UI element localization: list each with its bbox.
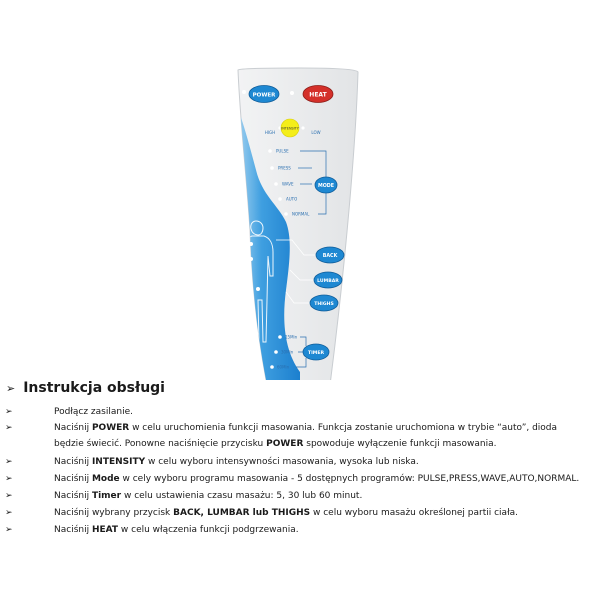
intensity-button[interactable]: INTENSITY <box>280 118 300 138</box>
program-list: PULSE PRESS WAVE AUTO NORMAL <box>268 149 310 217</box>
lumbar-button[interactable]: LUMBAR <box>313 271 343 289</box>
power-button[interactable]: POWER <box>248 85 280 103</box>
program-label: AUTO <box>286 197 297 202</box>
intensity-high-label: HIGH <box>265 130 275 135</box>
timer-led <box>274 350 278 354</box>
timer-button[interactable]: TIMER <box>302 343 330 361</box>
back-connector <box>276 239 316 256</box>
heat-led <box>290 91 294 95</box>
timer-label: 60Min <box>277 365 290 370</box>
instructions-heading: ➢ Instrukcja obsługi <box>6 380 165 396</box>
bullet: ➢ <box>5 508 13 518</box>
instruction-fragment: w celu wyboru intensywności masowania, w… <box>145 457 419 467</box>
instruction-fragment: Naciśnij <box>54 474 92 484</box>
instruction-text: Naciśnij wybrany przycisk BACK, LUMBAR l… <box>54 505 584 521</box>
instruction-keyword: POWER <box>91 423 130 433</box>
instruction-keyword: INTENSITY <box>91 457 146 467</box>
mode-button[interactable]: MODE <box>314 176 338 194</box>
instruction-text: Naciśnij INTENSITY w celu wyboru intensy… <box>54 454 584 470</box>
program-led <box>284 212 288 216</box>
program-led <box>270 166 274 170</box>
thighs-button[interactable]: THIGHS <box>309 294 339 312</box>
timer-led <box>270 365 274 369</box>
intensity-low-led <box>301 126 305 130</box>
bullet: ➢ <box>5 407 13 417</box>
timer-label: 30Min <box>281 350 294 355</box>
heat-button-label: HEAT <box>309 92 327 99</box>
bullet: ➢ <box>5 423 13 433</box>
bullet: ➢ <box>5 525 13 535</box>
instruction-text: Podłącz zasilanie. <box>54 404 584 420</box>
instruction-keyword: Timer <box>91 491 122 501</box>
program-label: WAVE <box>282 182 294 187</box>
instruction-fragment: w celu wyboru masażu określonej partii c… <box>310 508 519 518</box>
back-button-label: BACK <box>323 253 338 259</box>
instruction-fragment: Naciśnij <box>54 525 92 535</box>
back-led <box>249 242 253 246</box>
power-led <box>242 90 246 94</box>
instruction-fragment: w cely wyboru programu masowania - 5 dos… <box>119 474 580 484</box>
lumbar-connector <box>289 269 314 281</box>
instruction-keyword: BACK, LUMBAR lub THIGHS <box>173 508 311 518</box>
thighs-led <box>256 287 260 291</box>
mode-bracket <box>298 150 327 215</box>
heading-marker: ➢ <box>6 382 16 395</box>
thighs-connector <box>285 291 310 304</box>
bullet: ➢ <box>5 491 13 501</box>
instruction-fragment: Naciśnij <box>54 491 92 501</box>
lumbar-button-label: LUMBAR <box>317 278 339 284</box>
program-label: NORMAL <box>292 212 310 217</box>
back-led <box>249 257 253 261</box>
bullet: ➢ <box>5 457 13 467</box>
instruction-text: Naciśnij HEAT w celu włączenia funkcji p… <box>54 522 584 538</box>
instruction-fragment: Naciśnij wybrany przycisk <box>54 508 174 518</box>
timer-label: 15Min <box>285 335 298 340</box>
instruction-fragment: w celu uruchomienia funkcji masowania. F… <box>54 423 558 449</box>
instruction-fragment: Naciśnij <box>54 457 92 467</box>
power-button-label: POWER <box>253 93 277 99</box>
instruction-fragment: Podłącz zasilanie. <box>54 407 133 417</box>
intensity-low-label: LOW <box>311 130 320 135</box>
timer-led <box>278 335 282 339</box>
program-led <box>268 149 272 153</box>
instruction-keyword: POWER <box>266 439 304 449</box>
instruction-text: Naciśnij Mode w cely wyboru programu mas… <box>54 471 584 487</box>
instruction-fragment: w celu ustawienia czasu masażu: 5, 30 lu… <box>121 491 363 501</box>
bullet: ➢ <box>5 474 13 484</box>
instructions-title: Instrukcja obsługi <box>23 380 165 396</box>
back-button[interactable]: BACK <box>315 246 345 264</box>
mode-button-label: MODE <box>318 183 334 189</box>
thighs-button-label: THIGHS <box>314 301 334 307</box>
instruction-fragment: w celu włączenia funkcji podgrzewania. <box>118 525 299 535</box>
intensity-button-label: INTENSITY <box>281 127 300 131</box>
instruction-fragment: spowoduje wyłączenie funkcji masowania. <box>303 439 497 449</box>
program-label: PRESS <box>278 166 291 171</box>
heat-button[interactable]: HEAT <box>302 85 334 103</box>
program-label: PULSE <box>276 149 289 154</box>
program-led <box>278 197 282 201</box>
instruction-keyword: HEAT <box>91 525 119 535</box>
timer-button-label: TIMER <box>308 350 325 356</box>
remote-control-illustration: POWER HEAT HIGH INTENSITY LOW PULSE PRES… <box>237 67 359 380</box>
instruction-text: Naciśnij Timer w celu ustawienia czasu m… <box>54 488 584 504</box>
instruction-fragment: Naciśnij <box>54 423 92 433</box>
remote-body <box>237 67 359 380</box>
program-led <box>274 182 278 186</box>
instruction-text: Naciśnij POWER w celu uruchomienia funkc… <box>54 420 584 452</box>
instruction-keyword: Mode <box>91 474 120 484</box>
